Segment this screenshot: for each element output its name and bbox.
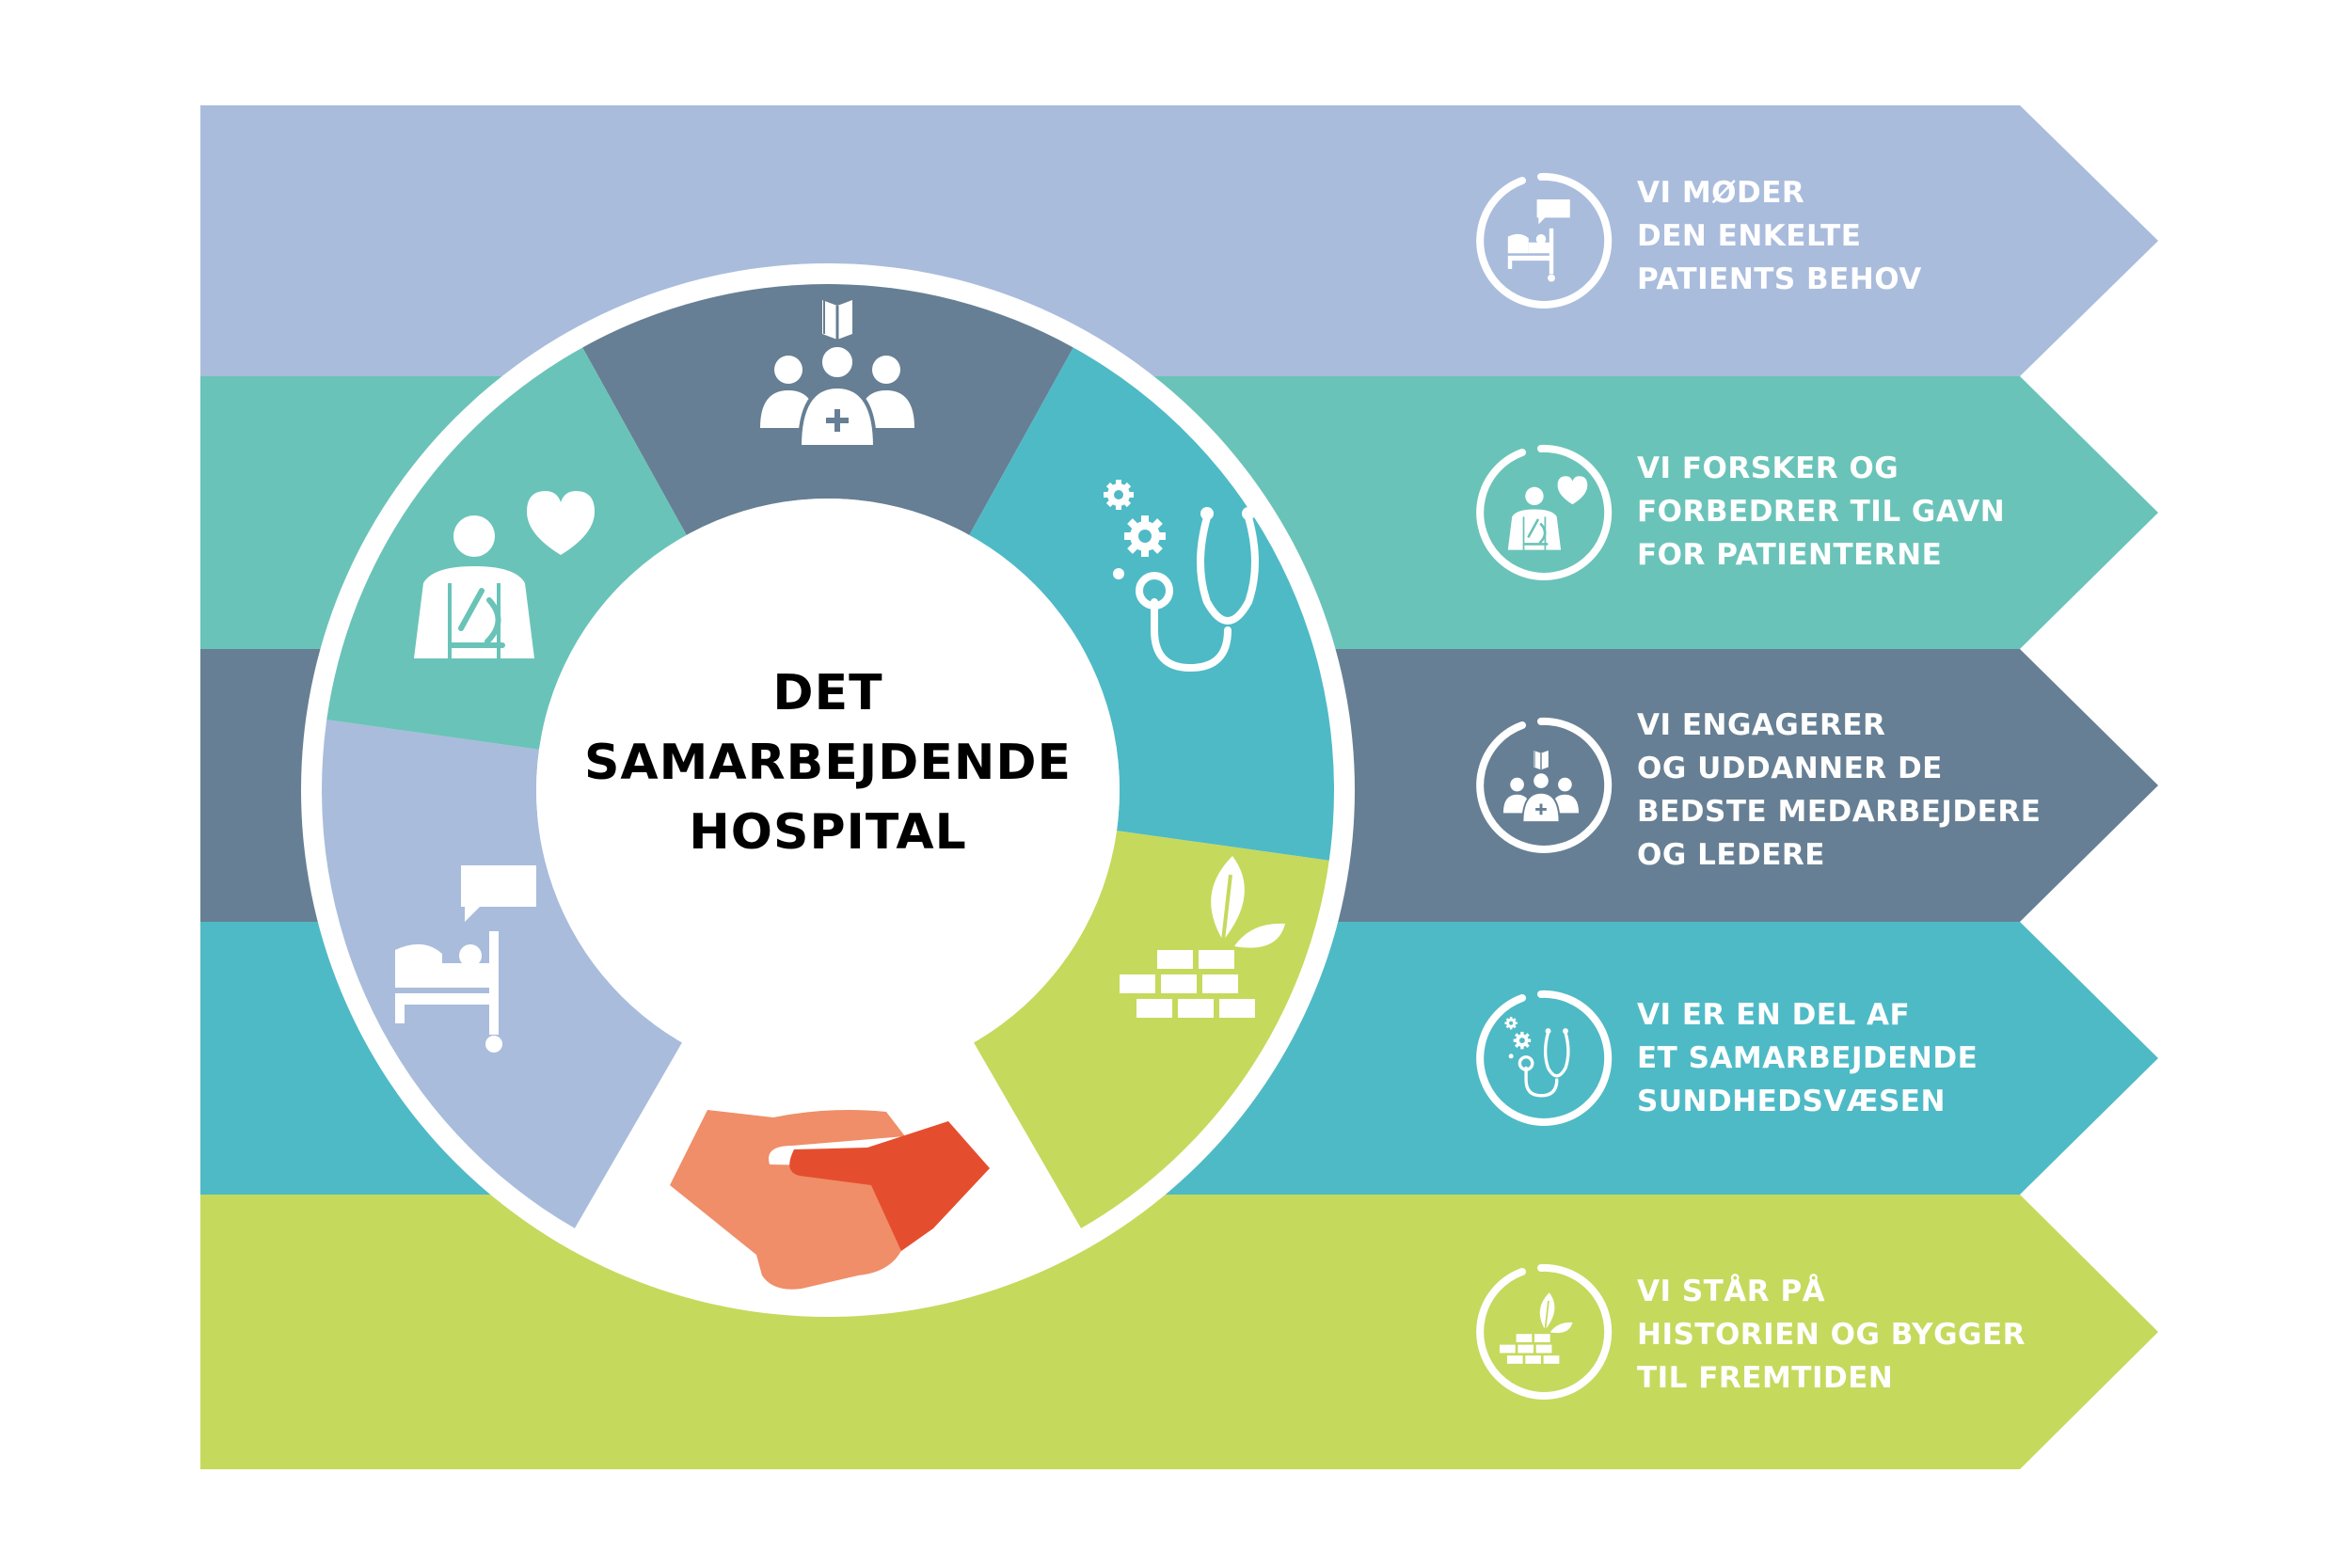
band-line: HISTORIEN OG BYGGER [1637, 1318, 2026, 1352]
band-line: TIL FREMTIDEN [1637, 1361, 1894, 1395]
band-line: OG LEDERE [1637, 838, 1825, 872]
bricks-leaf-icon [1476, 1263, 1613, 1400]
band-line: VI MØDER [1637, 176, 1805, 210]
band-line: PATIENTS BEHOV [1637, 262, 1922, 296]
staff-group-book-icon [1476, 717, 1613, 853]
band-line: DEN ENKELTE [1637, 219, 1862, 253]
center-title: DET SAMARBEJDENDE HOSPITAL [527, 658, 1129, 867]
band-text-research: VI FORSKER OG FORBEDRER TIL GAVN FOR PAT… [1637, 447, 2201, 577]
patient-bed-speech-icon [1476, 172, 1613, 309]
band-text-staff: VI ENGAGERER OG UDDANNER DE BEDSTE MEDAR… [1637, 704, 2201, 877]
band-line: SUNDHEDSVÆSEN [1637, 1085, 1946, 1118]
band-line: ET SAMARBEJDENDE [1637, 1041, 1979, 1075]
band-text-history: VI STÅR PÅ HISTORIEN OG BYGGER TIL FREMT… [1637, 1270, 2201, 1400]
band-line: VI FORSKER OG [1637, 451, 1899, 485]
title-line-2: SAMARBEJDENDE [583, 735, 1073, 791]
band-text-healthcare: VI ER EN DEL AF ET SAMARBEJDENDE SUNDHED… [1637, 993, 2201, 1123]
band-line: VI ENGAGERER [1637, 708, 1886, 742]
band-line: OG UDDANNER DE [1637, 752, 1943, 785]
band-line: VI ER EN DEL AF [1637, 998, 1911, 1032]
title-line-3: HOSPITAL [689, 804, 967, 861]
research-microscope-heart-icon [1476, 444, 1613, 580]
band-line: BEDSTE MEDARBEJDERE [1637, 795, 2042, 829]
band-line: VI STÅR PÅ [1637, 1275, 1826, 1308]
handshake-icon [670, 1110, 990, 1290]
stethoscope-gears-icon [1476, 990, 1613, 1126]
title-line-1: DET [772, 665, 883, 721]
band-text-patient-needs: VI MØDER DEN ENKELTE PATIENTS BEHOV [1637, 171, 2201, 301]
band-line: FOR PATIENTERNE [1637, 538, 1943, 572]
band-line: FORBEDRER TIL GAVN [1637, 495, 2006, 529]
